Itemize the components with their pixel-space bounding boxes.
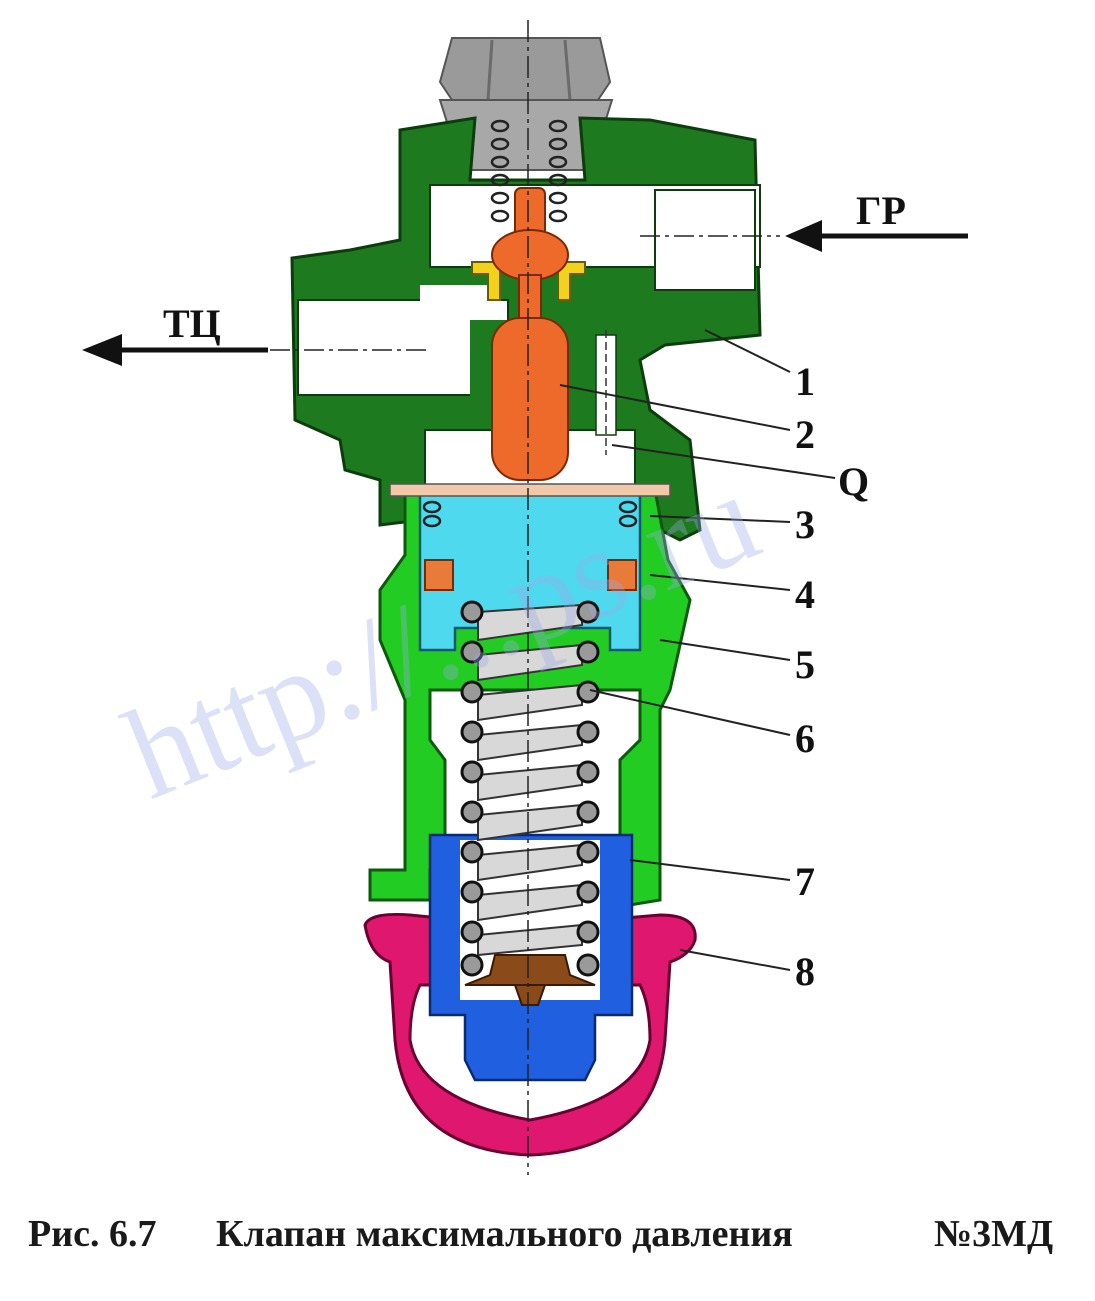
callout-labels: 1 2 Q 3 4 5 6 7 8: [795, 359, 869, 994]
figure-caption: Рис. 6.7 Клапан максимального давления №…: [28, 1212, 1078, 1272]
figure-number: Рис. 6.7: [28, 1213, 157, 1255]
top-cap: [438, 37, 614, 171]
callout-q: Q: [838, 459, 869, 504]
callout-2: 2: [795, 412, 815, 457]
bottom-cap: [363, 913, 697, 1157]
callout-8: 8: [795, 949, 815, 994]
callout-5: 5: [795, 642, 815, 687]
inlet-label: ГР: [856, 188, 906, 233]
valve-stem: [491, 187, 569, 481]
inlet-arrow: [640, 220, 968, 252]
upper-spring: [490, 119, 568, 223]
callout-3: 3: [795, 502, 815, 547]
figure-title: Клапан максимального давления: [216, 1213, 793, 1255]
outlet-label: ТЦ: [163, 301, 221, 346]
leader-lines: [559, 329, 836, 971]
model-number: №3МД: [934, 1213, 1054, 1255]
callout-1: 1: [795, 359, 815, 404]
main-spring: [460, 600, 600, 977]
callout-4: 4: [795, 572, 815, 617]
callout-7: 7: [795, 859, 815, 904]
callout-6: 6: [795, 716, 815, 761]
outlet-arrow: [82, 334, 430, 366]
